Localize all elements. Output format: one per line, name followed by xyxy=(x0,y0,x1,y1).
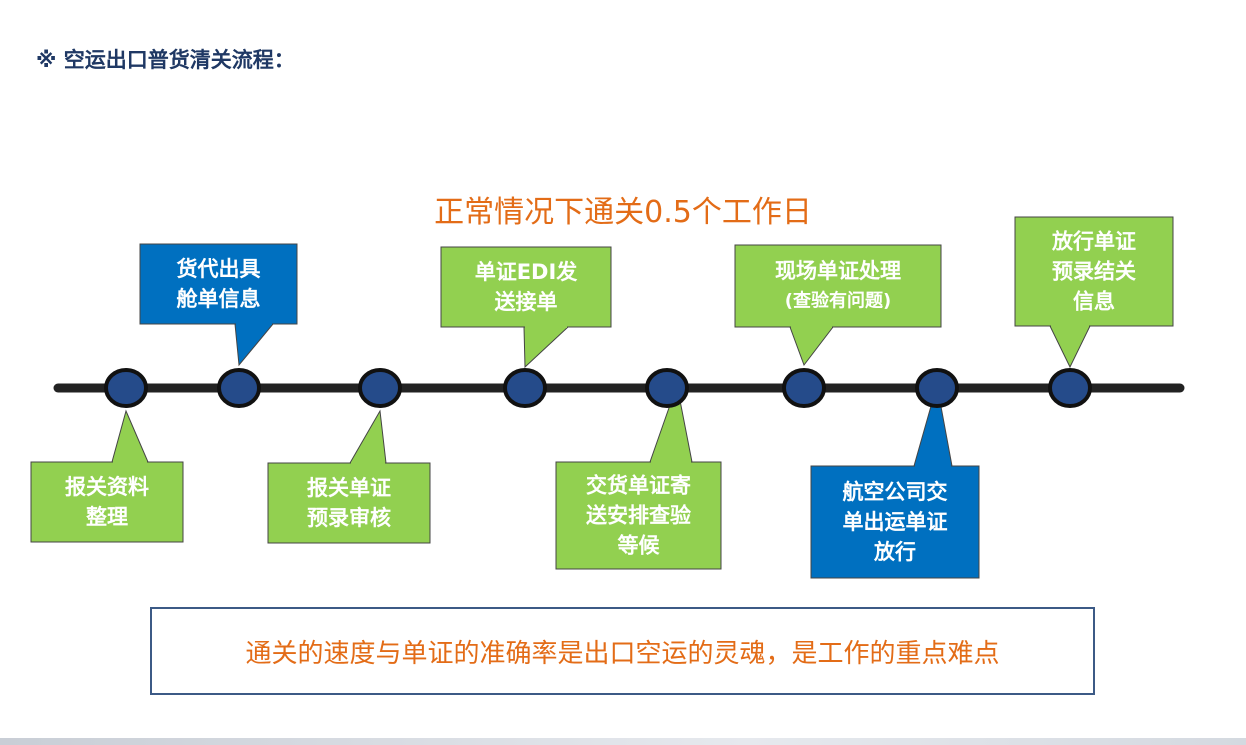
summary-text: 通关的速度与单证的准确率是出口空运的灵魂，是工作的重点难点 xyxy=(245,638,1000,669)
timeline-node xyxy=(1048,368,1092,408)
callout-label: 整理 xyxy=(86,505,128,529)
callout-pointer xyxy=(349,409,387,464)
callout-pointer xyxy=(234,323,275,367)
callout-label: 放行 xyxy=(873,540,916,564)
callout-label: 舱单信息 xyxy=(177,287,261,311)
timeline-node xyxy=(104,368,148,408)
callout-label: 交货单证寄 xyxy=(586,474,691,498)
timeline-node xyxy=(645,368,689,408)
callout-label: 货代出具 xyxy=(177,257,261,281)
callout-box xyxy=(1014,216,1174,327)
callout-label: 单出运单证 xyxy=(843,510,948,534)
page-title: ※ 空运出口普货清关流程： xyxy=(36,48,295,72)
callout-pointer xyxy=(111,409,149,463)
callout-label: 预录审核 xyxy=(307,506,391,530)
callout-label: 航空公司交 xyxy=(843,480,948,504)
callout-box xyxy=(30,461,184,543)
timeline-node xyxy=(782,368,826,408)
callout-label: 预录结关 xyxy=(1052,260,1136,284)
callout-box xyxy=(555,461,722,570)
callout-label: 报关资料 xyxy=(65,475,149,499)
timeline-node xyxy=(503,368,547,408)
summary-box: 通关的速度与单证的准确率是出口空运的灵魂，是工作的重点难点 xyxy=(150,607,1095,695)
timeline-node xyxy=(915,368,959,408)
callout-box xyxy=(440,246,612,328)
callout-pointer xyxy=(523,326,570,369)
timeline-node xyxy=(358,368,402,408)
callout-box xyxy=(734,244,942,328)
callout-label: 信息 xyxy=(1073,290,1115,314)
timeline-node xyxy=(217,368,261,408)
callout-label: 现场单证处理 xyxy=(775,259,901,283)
step-callout: 现场单证处理 (查验有问题) xyxy=(734,244,942,367)
callout-label: 单证EDI发 xyxy=(475,260,579,284)
callout-label: 报关单证 xyxy=(307,476,391,500)
callout-pointer xyxy=(789,326,835,367)
callout-pointer xyxy=(1049,325,1091,369)
callout-label: 放行单证 xyxy=(1051,230,1136,254)
callout-label: 送安排查验 xyxy=(586,504,691,528)
bottom-strip xyxy=(0,738,1246,745)
callout-box xyxy=(810,465,980,579)
callout-label: (查验有问题) xyxy=(785,290,891,312)
callout-label: 送接单 xyxy=(495,290,558,314)
callout-box xyxy=(267,462,431,544)
callout-box xyxy=(139,243,298,325)
callout-label: 等候 xyxy=(618,534,661,558)
timeline-subtitle: 正常情况下通关0.5个工作日 xyxy=(434,195,812,230)
